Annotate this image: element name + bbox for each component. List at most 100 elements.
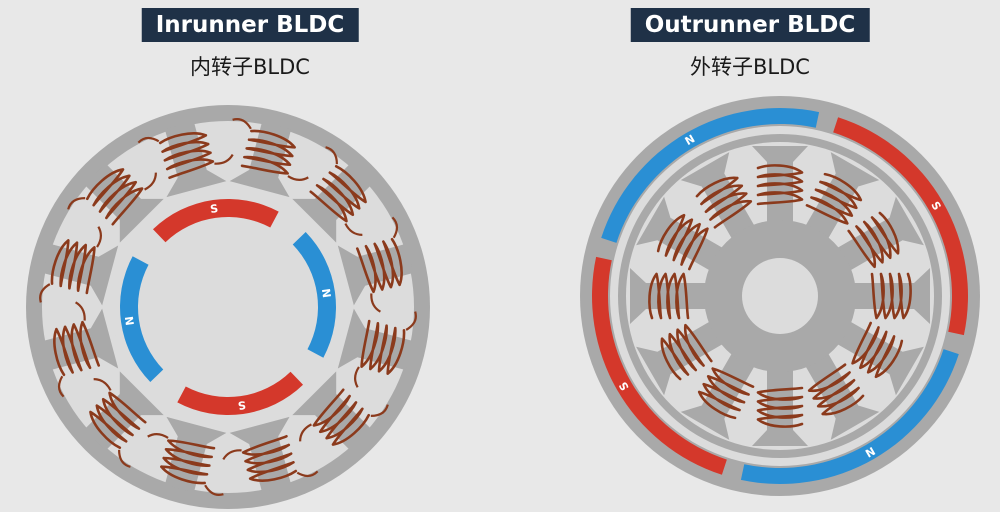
inrunner-panel: S N S N Inrunner BLDC 内转子BLDC <box>26 8 430 509</box>
outrunner-tooth-body <box>636 196 726 273</box>
inrunner-diagram: S N S N <box>26 105 430 509</box>
inrunner-coil <box>53 320 101 377</box>
inrunner-coil <box>309 164 367 223</box>
inrunner-stator-tooth <box>292 146 372 243</box>
inrunner-tooth-body <box>84 371 164 451</box>
outrunner-coil <box>807 363 865 416</box>
outrunner-stator-tooth <box>636 319 726 396</box>
inrunner-coil <box>312 388 371 446</box>
inrunner-magnet-label: S <box>237 398 247 412</box>
inrunner-coil <box>355 237 403 294</box>
inrunner-title: Inrunner BLDC <box>141 8 359 42</box>
outrunner-coil <box>847 211 900 269</box>
outrunner-tooth-body <box>834 196 924 273</box>
outrunner-title: Outrunner BLDC <box>630 8 870 42</box>
inrunner-stator-tooth <box>222 416 319 493</box>
inrunner-stator-tooth <box>42 301 119 398</box>
outrunner-tooth-body <box>834 319 924 396</box>
outrunner-coil <box>660 323 713 381</box>
inrunner-magnet-label: N <box>319 288 333 299</box>
outrunner-tooth-body <box>680 152 757 242</box>
outrunner-magnet-2 <box>740 349 959 484</box>
inrunner-tooth-body <box>84 163 164 243</box>
inrunner-coil <box>240 129 296 175</box>
inrunner-coil-lead <box>57 301 86 398</box>
inrunner-magnet-label: S <box>209 202 219 216</box>
inrunner-coil-lead <box>370 216 399 313</box>
outrunner-stator-tooth <box>834 196 924 273</box>
outrunner-coil <box>851 321 904 379</box>
inrunner-coil <box>89 391 147 450</box>
outrunner-tooth-body <box>850 268 930 324</box>
inrunner-magnet-2 <box>177 371 304 416</box>
inrunner-magnet-1 <box>292 231 336 358</box>
outrunner-stator-tooth <box>752 366 808 446</box>
inrunner-stator-tooth <box>39 226 119 306</box>
outrunner-subtitle: 外转子BLDC <box>690 55 810 79</box>
outrunner-stator-tooth <box>636 196 726 273</box>
outrunner-magnet-3 <box>592 256 727 475</box>
inrunner-coil <box>160 439 216 485</box>
outrunner-coil <box>756 386 804 428</box>
inrunner-coil-lead <box>39 226 102 303</box>
inrunner-stator-tooth <box>337 308 417 388</box>
outrunner-stator-tooth <box>850 268 930 324</box>
outrunner-tooth-body <box>636 319 726 396</box>
inrunner-tooth-body <box>292 371 372 451</box>
outrunner-stator-tooth <box>630 268 710 324</box>
inrunner-stator-tooth <box>137 121 234 198</box>
inrunner-rotor-core <box>140 219 316 395</box>
inrunner-coil-lead <box>93 378 131 468</box>
inrunner-subtitle: 内转子BLDC <box>190 55 310 79</box>
outrunner-tooth-body <box>680 350 757 440</box>
outrunner-stator-tooth <box>834 319 924 396</box>
outrunner-tooth-body <box>803 350 880 440</box>
outrunner-coil <box>697 367 755 420</box>
outrunner-coil <box>648 272 690 320</box>
inrunner-stator-tooth <box>337 216 414 313</box>
outrunner-stator-tooth <box>752 146 808 226</box>
outrunner-tooth-body <box>803 152 880 242</box>
inrunner-magnet-3 <box>120 256 164 383</box>
inrunner-coil <box>85 168 144 226</box>
outrunner-coil <box>870 272 912 320</box>
outrunner-coil <box>805 172 863 225</box>
outrunner-tooth-body <box>752 366 808 446</box>
outrunner-magnet-0 <box>601 107 820 243</box>
inrunner-stator-tooth <box>67 163 164 243</box>
outrunner-tooth-body <box>752 146 808 226</box>
outrunner-tooth-body <box>630 268 710 324</box>
outrunner-stator-tooth <box>680 350 757 440</box>
inrunner-stator-tooth <box>292 371 389 451</box>
outrunner-magnet-1 <box>833 117 968 336</box>
inrunner-coil-lead <box>232 118 309 181</box>
outrunner-coil <box>756 164 804 206</box>
inrunner-coil-lead <box>137 136 234 165</box>
inrunner-coil-lead <box>325 146 363 236</box>
outrunner-coil <box>695 176 753 229</box>
inrunner-coil-lead <box>299 404 389 442</box>
inrunner-coil <box>360 319 406 375</box>
inrunner-coil-lead <box>147 433 224 496</box>
inrunner-coil-lead <box>222 449 319 478</box>
outrunner-stator-tooth <box>803 152 880 242</box>
outrunner-coil <box>656 213 709 271</box>
inrunner-stator-tooth <box>84 371 164 468</box>
inrunner-coil-lead <box>67 172 157 210</box>
inrunner-stator-tooth <box>229 118 309 198</box>
inrunner-coil <box>50 239 96 295</box>
outrunner-stator-tooth <box>803 350 880 440</box>
outrunner-shaft-hole <box>742 258 818 334</box>
inrunner-coil <box>241 434 298 482</box>
inrunner-motor: S N S N <box>26 105 430 509</box>
inrunner-coil <box>158 132 215 180</box>
inrunner-coil-lead <box>354 311 417 388</box>
inrunner-magnet-0 <box>152 199 279 243</box>
inrunner-magnet-label: N <box>123 315 137 326</box>
inrunner-stator-tooth <box>147 416 227 496</box>
inrunner-tooth-body <box>292 163 372 243</box>
outrunner-stator-tooth <box>680 152 757 242</box>
